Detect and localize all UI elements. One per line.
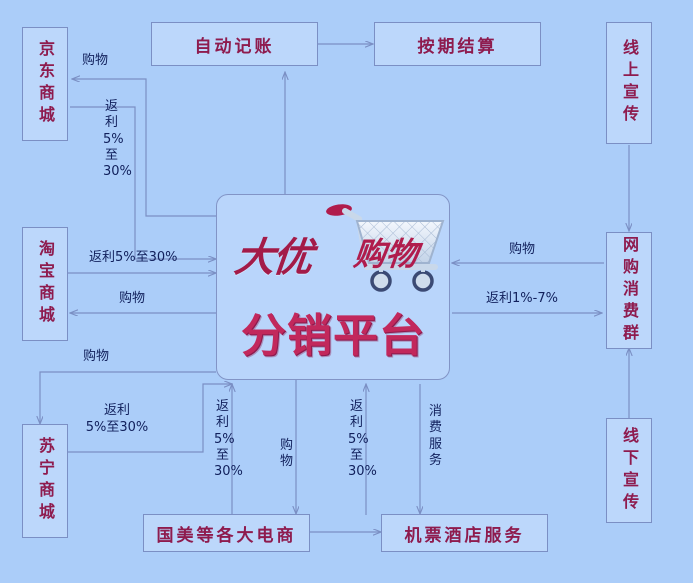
- label-jd-rebate-line-1: 返: [104, 99, 118, 114]
- label-consumer-rebate: 返利1%-7%: [486, 291, 558, 306]
- label-jd-rebate-line-2: 利: [104, 115, 118, 131]
- brand-dayou-text: 大优: [232, 235, 313, 281]
- node-jingdong[interactable]: 京东商城: [22, 27, 68, 141]
- label-gome-rebate-line-1: 返: [215, 399, 229, 414]
- label-tb-rebate: 返利5%至30%: [89, 250, 178, 265]
- label-jd-rebate-line-3: 5%: [103, 131, 124, 147]
- node-taobao[interactable]: 淘宝商城: [22, 227, 68, 341]
- label-gome-rebate-line-2: 利: [215, 415, 229, 431]
- shopping-cart-icon: [326, 204, 445, 292]
- label-sn-rebate: 返利 5%至30%: [72, 403, 162, 437]
- brand-gouwu-text: 购物: [351, 235, 420, 273]
- node-auto-account[interactable]: 自动记账: [151, 22, 318, 66]
- node-online-promo[interactable]: 线上宣传: [606, 22, 652, 144]
- label-travel-rebate-line-5: 30%: [348, 464, 377, 479]
- label-gome-shop: 购 物: [278, 438, 295, 471]
- label-jd-shop: 购物: [82, 53, 109, 68]
- label-travel-service-line-2: 费: [428, 420, 442, 436]
- label-travel-service-line-3: 服: [428, 436, 442, 452]
- label-travel-rebate-line-2: 利: [349, 415, 363, 431]
- label-travel-service-line-1: 消: [428, 404, 442, 419]
- label-sn-rebate-line-2: 5%至30%: [85, 419, 149, 435]
- brand-subtitle: 分销平台: [240, 309, 425, 362]
- label-gome-rebate: 返 利 5% 至 30%: [214, 399, 243, 480]
- label-gome-shop-line-2: 物: [279, 454, 293, 470]
- label-travel-rebate-line-1: 返: [349, 399, 363, 414]
- label-tb-shop: 购物: [119, 291, 146, 306]
- node-suning[interactable]: 苏宁商城: [22, 424, 68, 538]
- node-travel[interactable]: 机票酒店服务: [381, 514, 548, 552]
- label-gome-rebate-line-3: 5%: [214, 431, 235, 447]
- label-travel-service: 消 费 服 务: [427, 404, 444, 469]
- node-gome[interactable]: 国美等各大电商: [143, 514, 310, 552]
- label-jd-rebate-line-4: 至: [104, 147, 118, 163]
- label-jd-rebate-line-5: 30%: [103, 164, 132, 179]
- brand-lockup: 大优: [217, 199, 449, 295]
- node-periodic-settle[interactable]: 按期结算: [374, 22, 541, 66]
- node-consumers[interactable]: 网购消费群: [606, 232, 652, 349]
- node-offline-promo[interactable]: 线下宣传: [606, 418, 652, 523]
- label-consumer-shop: 购物: [509, 242, 536, 257]
- label-sn-shop: 购物: [83, 349, 110, 364]
- label-travel-rebate: 返 利 5% 至 30%: [348, 399, 377, 480]
- label-gome-rebate-line-5: 30%: [214, 464, 243, 479]
- label-travel-rebate-line-4: 至: [349, 447, 363, 463]
- label-sn-rebate-line-1: 返利: [103, 403, 130, 418]
- label-travel-rebate-line-3: 5%: [348, 431, 369, 447]
- label-travel-service-line-4: 务: [428, 452, 442, 468]
- label-gome-rebate-line-4: 至: [215, 447, 229, 463]
- label-gome-shop-line-1: 购: [279, 438, 293, 453]
- label-jd-rebate: 返 利 5% 至 30%: [103, 99, 132, 180]
- center-platform-panel[interactable]: 大优: [216, 194, 450, 380]
